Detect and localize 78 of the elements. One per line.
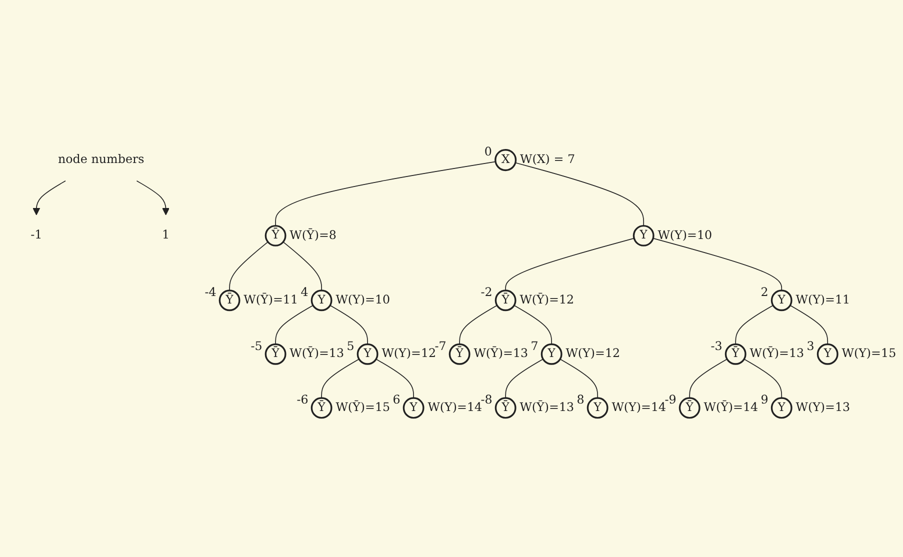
node-circle: Ȳ [264, 224, 286, 246]
connector [689, 358, 728, 398]
node-circle: Ȳ [494, 290, 516, 312]
weight-label: W(Y)=10 [658, 228, 712, 242]
node-text: 1 [162, 228, 170, 242]
node-circle: Ȳ [724, 343, 746, 365]
node-circle: X [494, 149, 517, 172]
node-number: 0 [484, 144, 492, 158]
node-circle: Ȳ [494, 397, 516, 419]
node-number: 7 [530, 338, 538, 353]
node-circle: Y [540, 343, 562, 365]
weight-label: W(Y)=12 [382, 346, 436, 360]
connector [652, 238, 782, 291]
node-number: 8 [576, 392, 584, 407]
connector [229, 242, 268, 291]
weight-label: W(Ȳ)=13 [290, 346, 344, 360]
weight-label: W(Y)=12 [566, 346, 620, 360]
node-number: -4 [204, 285, 216, 300]
node-number: 2 [760, 285, 768, 300]
node-circle: Ȳ [264, 343, 286, 365]
weight-label: W(Ȳ)=8 [290, 228, 337, 242]
node-number: 4 [300, 285, 308, 300]
connector [514, 162, 644, 226]
node-circle: Ȳ [448, 343, 470, 365]
arrow [32, 180, 66, 216]
node-number: -2 [480, 285, 492, 300]
node-number: -7 [434, 338, 446, 353]
node-circle: Ȳ [678, 397, 700, 419]
node-circle: Y [402, 397, 424, 419]
connector [275, 161, 496, 226]
weight-label: W(Y)=15 [842, 346, 896, 360]
node-circle: Y [356, 343, 378, 365]
connector [744, 358, 782, 398]
connector [459, 304, 498, 345]
weight-label: W(Y)=14 [428, 400, 482, 414]
connector [275, 304, 314, 345]
connector [505, 358, 544, 398]
node-circle: Y [586, 397, 608, 419]
weight-label: W(Y)=14 [612, 400, 666, 414]
node-number: -8 [480, 392, 492, 407]
node-number: 6 [392, 392, 400, 407]
node-number: -3 [710, 338, 722, 353]
connector [376, 358, 414, 398]
connector [790, 304, 828, 345]
weight-label: W(Ȳ)=14 [704, 400, 758, 414]
node-circle: Y [770, 290, 792, 312]
weight-label: W(Ȳ)=12 [520, 292, 574, 306]
weight-label: W(Y)=13 [796, 400, 850, 414]
weight-label: W(Ȳ)=11 [244, 292, 298, 306]
node-number: 3 [806, 338, 814, 353]
weight-label: W(Y)=10 [336, 292, 390, 306]
node-number: -5 [250, 338, 262, 353]
weight-label: W(Ȳ)=13 [750, 346, 804, 360]
node-number: -6 [296, 392, 308, 407]
connector [282, 242, 322, 291]
node-circle: Ȳ [218, 290, 240, 312]
weight-label: W(Ȳ)=15 [336, 400, 390, 414]
connector [330, 304, 368, 345]
node-number: 9 [760, 392, 768, 407]
arrow [136, 180, 170, 216]
weight-label: W(Ȳ)=13 [520, 400, 574, 414]
weight-label: W(Y)=11 [796, 292, 850, 306]
node-number: -9 [664, 392, 676, 407]
weight-label: W(X) = 7 [520, 152, 575, 166]
weight-label: W(Ȳ)=13 [474, 346, 528, 360]
connector [514, 304, 552, 345]
connector [560, 358, 598, 398]
node-circle: Y [816, 343, 838, 365]
node-circle: Y [632, 224, 654, 246]
node-number: 5 [346, 338, 354, 353]
node-text: node numbers [58, 152, 144, 166]
connector [505, 238, 634, 291]
node-circle: Ȳ [310, 397, 332, 419]
connector [735, 304, 774, 345]
connector [321, 358, 360, 398]
node-circle: Y [770, 397, 792, 419]
node-circle: Y [310, 290, 332, 312]
node-text: -1 [30, 228, 42, 242]
